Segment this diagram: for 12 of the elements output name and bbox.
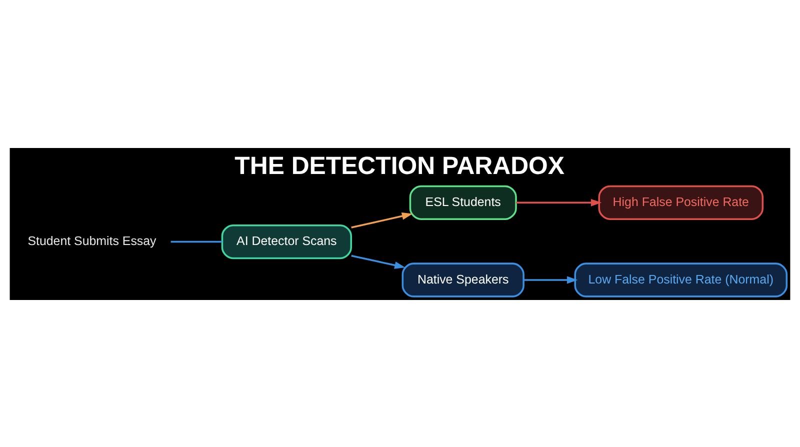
node-box: AI Detector Scans bbox=[221, 224, 352, 259]
arrow bbox=[351, 254, 406, 268]
diagram-title: THE DETECTION PARADOX bbox=[234, 152, 565, 180]
node-box: Native Speakers bbox=[402, 262, 524, 297]
node-box: Low False Positive Rate (Normal) bbox=[574, 262, 788, 297]
arrow bbox=[516, 198, 602, 206]
node-text: Student Submits Essay bbox=[28, 234, 156, 248]
arrow bbox=[524, 276, 578, 284]
node-box: High False Positive Rate bbox=[598, 184, 764, 220]
node-box: ESL Students bbox=[409, 184, 517, 220]
connector bbox=[170, 240, 222, 242]
arrow bbox=[351, 212, 413, 228]
